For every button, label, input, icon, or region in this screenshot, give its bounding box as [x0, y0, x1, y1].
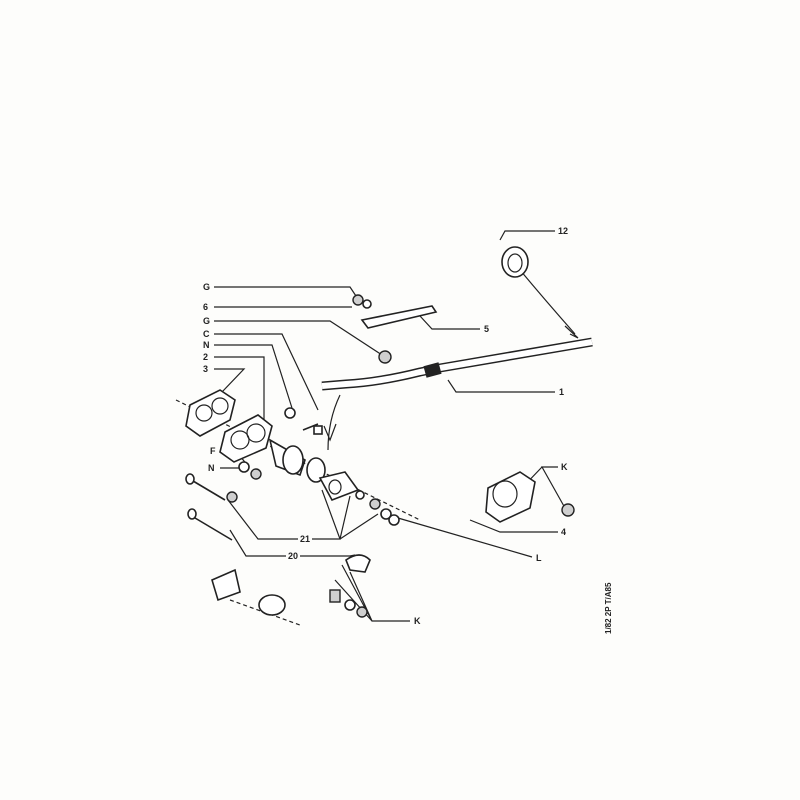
clamp-12 [501, 246, 529, 278]
label-3: 3 [203, 364, 208, 374]
label-1: 1 [559, 387, 564, 397]
label-6: 6 [203, 302, 208, 312]
label-f: F [210, 446, 216, 456]
bolt-c [302, 423, 319, 431]
nut-g [352, 294, 364, 306]
clamp-half-2 [258, 594, 286, 616]
label-21: 21 [300, 534, 310, 544]
gasket-2 [219, 414, 273, 463]
stud-20 [189, 514, 233, 541]
label-k: K [561, 462, 568, 472]
spring [329, 589, 341, 603]
part-labels: 12 G 6 G C N 2 3 5 1 F N K 4 21 L 20 K 1… [203, 226, 613, 634]
label-n: N [208, 463, 215, 473]
flange [318, 471, 360, 501]
label-k: K [414, 616, 421, 626]
nut-k2 [356, 606, 368, 618]
gasket-3 [185, 389, 236, 437]
rubber-mount [378, 350, 392, 364]
label-c: C [203, 329, 210, 339]
label-g: G [203, 316, 210, 326]
flange-4 [485, 471, 536, 523]
label-l: L [536, 553, 542, 563]
nut-n [284, 407, 296, 419]
clamp-20 [345, 554, 371, 573]
label-12: 12 [558, 226, 568, 236]
label-5: 5 [484, 324, 489, 334]
label-4: 4 [561, 527, 566, 537]
label-2: 2 [203, 352, 208, 362]
bracket-5 [360, 305, 438, 329]
clamp-half-1 [211, 568, 241, 602]
reference-code: 1/82 2P T/A85 [604, 582, 613, 634]
parts [185, 246, 593, 618]
label-n: N [203, 340, 210, 350]
nut-k [561, 503, 575, 517]
label-g: G [203, 282, 210, 292]
label-20: 20 [288, 551, 298, 561]
